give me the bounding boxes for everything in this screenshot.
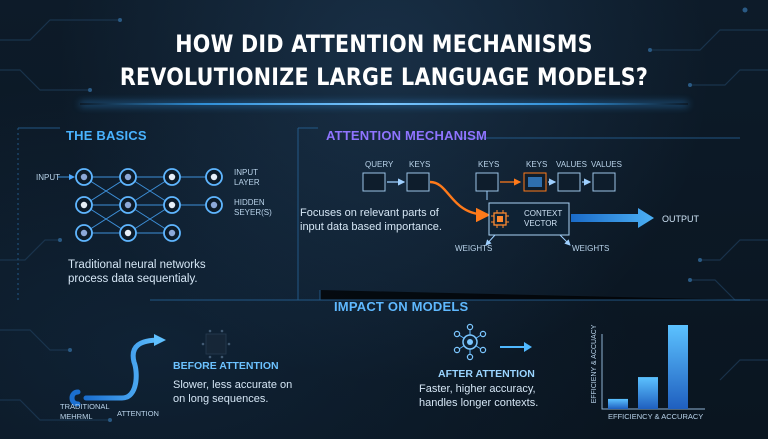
nn-node [75, 224, 93, 242]
impact-heading: IMPACT ON MODELS [334, 299, 469, 314]
weights-label-right: WEIGHTS [572, 244, 610, 253]
attention-description: Focuses on relevant parts of input data … [300, 207, 442, 233]
title-line-2: REVOLUTIONIZE LARGE LANGUAGE MODELS? [119, 63, 649, 91]
keys-box-1 [406, 172, 430, 192]
output-arrow [571, 208, 654, 228]
nn-node [75, 196, 93, 214]
nn-node [119, 196, 137, 214]
before-curve-arrow [83, 337, 163, 401]
attention-node-icon [453, 323, 487, 361]
faint-network-icon [201, 329, 231, 359]
chart-bar [668, 325, 688, 409]
hidden-layer-label: HIDDEN SEYER(S) [234, 198, 272, 217]
nn-node [163, 224, 181, 242]
nn-node [163, 168, 181, 186]
basics-caption: Traditional neural networks process data… [68, 259, 206, 285]
after-attention-text: Faster, higher accuracy, handles longer … [419, 383, 539, 409]
nn-node [75, 168, 93, 186]
keys-label-3: KEYS [526, 160, 548, 169]
keys-box-3-fill [528, 177, 542, 187]
basics-heading: THE BASICS [66, 128, 147, 143]
chart-bar [638, 377, 658, 409]
nn-node [205, 168, 223, 186]
keys-label-1: KEYS [409, 160, 431, 169]
input-layer-label: INPUT LAYER [234, 168, 260, 187]
chart-bar [608, 398, 628, 409]
chip-icon [491, 210, 509, 228]
input-label: INPUT [36, 173, 60, 182]
page-title: HOW DID ATTENTION MECHANISMS REVOLUTIONI… [54, 28, 714, 94]
nn-node [119, 168, 137, 186]
context-vector-label: CONTEXT VECTOR [524, 209, 563, 228]
output-label: OUTPUT [662, 214, 699, 224]
values-label-1: VALUES [556, 160, 587, 169]
weights-label-left: WEIGHTS [455, 244, 493, 253]
nn-node [205, 196, 223, 214]
values-box-2 [592, 172, 616, 192]
title-underline [80, 103, 688, 105]
chart-x-label: EFFICIENCY & ACCURACY [608, 412, 704, 421]
nn-node [163, 196, 181, 214]
attention-heading: ATTENTION MECHANISM [326, 128, 487, 143]
query-box [362, 172, 386, 192]
before-attention-title: BEFORE ATTENTION [173, 360, 279, 372]
values-box-1 [557, 172, 581, 192]
before-attention-text: Slower, less accurate on on long sequenc… [173, 379, 293, 405]
nn-node [119, 224, 137, 242]
traditional-label: TRADITIONAL MEHRML [60, 402, 110, 421]
attention-label: ATTENTION [117, 409, 159, 418]
query-label: QUERY [365, 160, 394, 169]
orange-flow-arrow [429, 180, 491, 223]
after-attention-title: AFTER ATTENTION [438, 368, 535, 380]
keys-label-2: KEYS [478, 160, 500, 169]
values-label-2: VALUES [591, 160, 622, 169]
title-line-1: HOW DID ATTENTION MECHANISMS [175, 30, 593, 58]
chart-y-label: EFFICIENY & ACCUACY [591, 324, 598, 404]
